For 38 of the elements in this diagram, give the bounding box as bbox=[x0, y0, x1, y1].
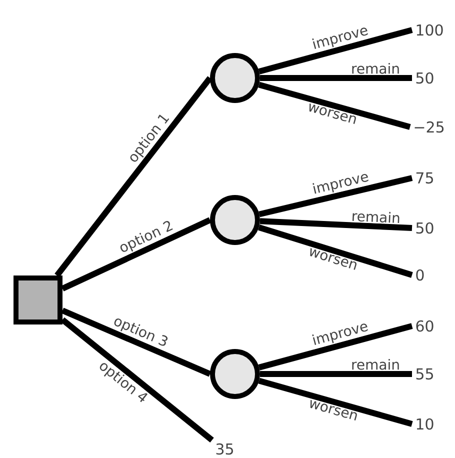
edge-label: remain bbox=[352, 212, 400, 223]
edge-label: worsen bbox=[310, 248, 356, 270]
edge-label: worsen bbox=[309, 103, 356, 124]
payoff-value: 55 bbox=[416, 368, 433, 380]
chance-circle bbox=[210, 195, 260, 245]
branch-line bbox=[258, 323, 413, 370]
branch-line bbox=[258, 82, 411, 130]
branch-line bbox=[258, 175, 413, 218]
branch-line bbox=[258, 224, 413, 278]
branch-line bbox=[258, 378, 413, 427]
branch-line bbox=[260, 371, 412, 377]
payoff-value: 60 bbox=[416, 320, 434, 332]
payoff-value: 100 bbox=[416, 24, 443, 36]
payoff-value: 50 bbox=[416, 72, 434, 84]
square-decision-node bbox=[14, 276, 62, 324]
edge-label: improve bbox=[312, 28, 368, 49]
payoff-value: 75 bbox=[416, 172, 433, 184]
edge-label: improve bbox=[312, 324, 368, 345]
branch-line bbox=[258, 27, 413, 74]
payoff-value: 10 bbox=[416, 418, 434, 430]
chance-circle bbox=[210, 53, 260, 103]
branch-line bbox=[260, 218, 412, 231]
branch-line bbox=[54, 76, 212, 278]
payoff-value: 50 bbox=[416, 222, 434, 234]
payoff-value: 35 bbox=[216, 443, 233, 455]
edge-label: improve bbox=[312, 174, 368, 194]
edge-label: option 2 bbox=[120, 221, 173, 252]
branch-line bbox=[60, 317, 214, 442]
edge-label: worsen bbox=[310, 400, 357, 421]
branch-line bbox=[61, 308, 212, 377]
payoff-value: −25 bbox=[414, 121, 444, 133]
branch-line bbox=[260, 75, 412, 81]
edge-label: remain bbox=[352, 358, 399, 370]
branch-line bbox=[61, 217, 212, 292]
edge-label: remain bbox=[352, 62, 399, 74]
payoff-value: 0 bbox=[416, 269, 424, 281]
chance-circle bbox=[210, 349, 260, 399]
edge-label: option 3 bbox=[114, 318, 168, 346]
